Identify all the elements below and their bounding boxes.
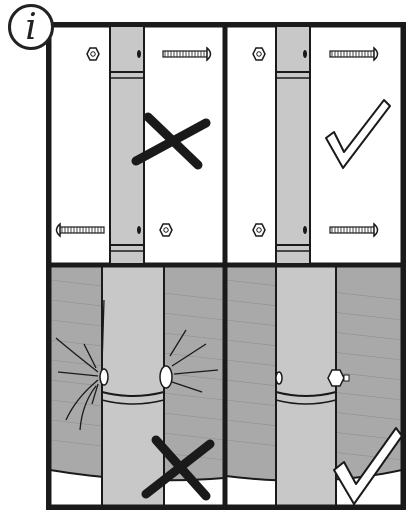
cross-icon bbox=[141, 435, 215, 501]
panel-top-left bbox=[48, 24, 226, 266]
bolt-icon bbox=[162, 46, 212, 62]
bolt-head bbox=[99, 368, 109, 386]
nut-icon bbox=[252, 223, 266, 237]
nut-bulge bbox=[159, 365, 173, 389]
check-icon bbox=[333, 427, 402, 505]
bolt-head bbox=[275, 371, 283, 385]
stress-lines bbox=[169, 329, 219, 393]
pole bbox=[109, 25, 145, 265]
panel-bottom-right bbox=[224, 264, 404, 508]
bolt-icon bbox=[329, 222, 379, 238]
pole-hole bbox=[137, 226, 141, 234]
nut-icon bbox=[252, 47, 266, 61]
nut-icon bbox=[327, 369, 350, 387]
panel-top-right bbox=[224, 24, 404, 266]
pole-hole bbox=[303, 226, 307, 234]
nut-icon bbox=[86, 47, 100, 61]
pole bbox=[101, 266, 165, 506]
cross-icon bbox=[131, 112, 211, 170]
pole-hole bbox=[303, 50, 307, 58]
pole-hole bbox=[137, 50, 141, 58]
info-symbol: i bbox=[25, 6, 37, 48]
panel-bottom-right-frame bbox=[224, 264, 404, 508]
info-icon: i bbox=[8, 4, 54, 50]
panel-bottom-left-frame bbox=[48, 264, 226, 508]
pole bbox=[275, 266, 337, 506]
pole bbox=[275, 25, 311, 265]
nut-icon bbox=[159, 223, 173, 237]
bolt-icon bbox=[329, 46, 379, 62]
check-icon bbox=[325, 99, 391, 169]
stress-lines bbox=[55, 299, 105, 431]
bolt-icon bbox=[55, 222, 105, 238]
panel-bottom-left bbox=[48, 264, 226, 508]
